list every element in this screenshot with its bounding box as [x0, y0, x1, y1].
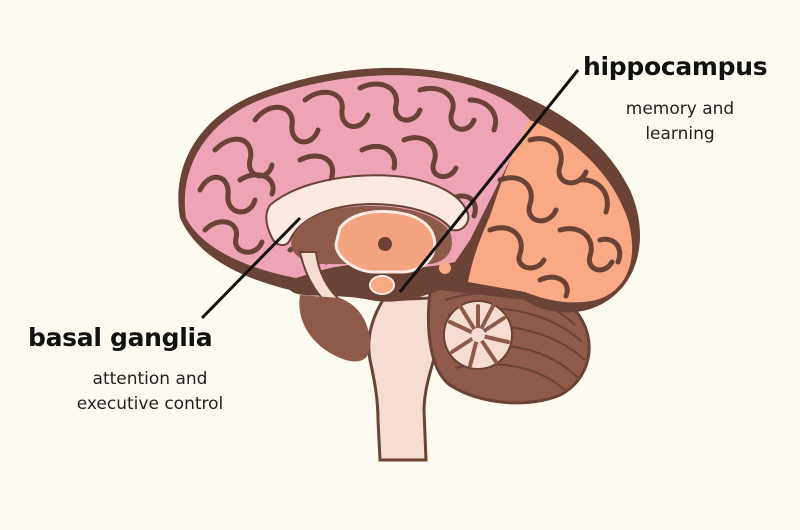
- basal-ganglia-leader-line: [200, 216, 302, 320]
- thalamus-center: [378, 237, 392, 251]
- hippocampus-desc-line1: memory and: [625, 99, 735, 119]
- basal-ganglia-title: basal ganglia: [28, 323, 213, 352]
- basal-ganglia-description: attention and executive control: [55, 367, 245, 417]
- frontal-gyri: [487, 136, 623, 299]
- temporal-lobe: [299, 295, 371, 362]
- hippocampus-leader-line: [398, 69, 580, 293]
- basal-ganglia-desc-line2: executive control: [76, 394, 224, 414]
- hypothalamus: [369, 275, 395, 295]
- hippocampus-title: hippocampus: [583, 52, 768, 81]
- hippocampus-description: memory and learning: [615, 97, 745, 147]
- basal-ganglia-desc-line1: attention and: [92, 369, 208, 389]
- hippocampus-desc-line2: learning: [645, 124, 715, 144]
- pineal-small: [439, 262, 451, 274]
